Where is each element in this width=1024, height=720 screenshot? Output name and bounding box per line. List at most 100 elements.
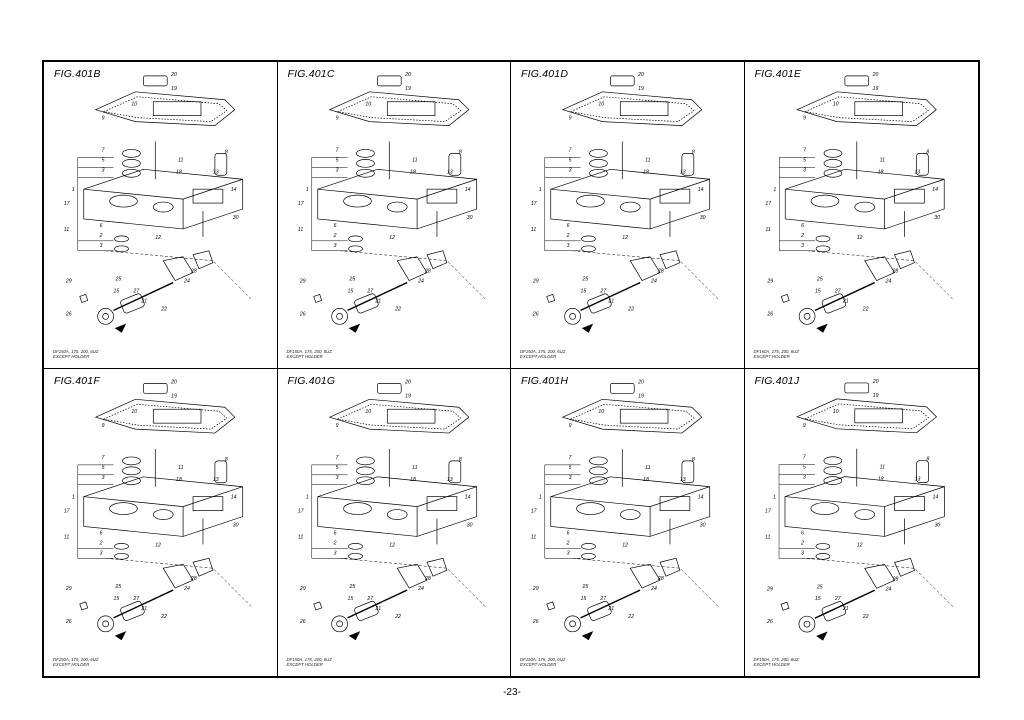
- part-callout: 27: [833, 288, 841, 294]
- dashed-guide: [105, 558, 253, 609]
- part-callout: 15: [581, 596, 587, 602]
- gasket-outline: [561, 398, 703, 434]
- note-line-2: EXCEPT HOLDER: [286, 353, 323, 359]
- part-callout: 1: [773, 187, 776, 193]
- part-callout: 3: [803, 167, 806, 173]
- part-callout: 6: [567, 223, 570, 229]
- bracket-plate: [659, 250, 681, 270]
- part-callout: 29: [532, 586, 539, 592]
- seal-ring: [823, 159, 842, 168]
- leader-bracket: [544, 464, 581, 559]
- drive-shaft: [814, 281, 875, 312]
- oil-pan-edges: [317, 486, 477, 537]
- cover-window: [853, 101, 903, 116]
- part-callout: 30: [934, 522, 940, 528]
- bracket-plate: [396, 563, 428, 589]
- part-callout: 27: [366, 596, 374, 602]
- part-callout: 30: [700, 522, 706, 528]
- part-callout: 26: [298, 619, 305, 625]
- small-fitting: [546, 601, 556, 611]
- part-callout: 24: [884, 586, 891, 592]
- part-callout: 6: [100, 223, 103, 229]
- part-callout: 17: [64, 509, 71, 515]
- part-callout: 13: [446, 169, 452, 175]
- part-callout: 2: [566, 233, 570, 239]
- figure-title: FIG.401B: [54, 68, 101, 80]
- part-callout: 25: [115, 277, 122, 283]
- direction-arrow: [581, 631, 594, 641]
- part-callout: 27: [599, 596, 607, 602]
- part-callout: 11: [64, 534, 69, 540]
- note-line-1: DF150A, 175, 200, 6UZ: [286, 656, 332, 662]
- o-ring: [347, 235, 363, 243]
- dashed-guide: [806, 250, 954, 301]
- part-callout: 13: [446, 477, 452, 483]
- pan-boss: [853, 509, 875, 520]
- part-callout: 24: [417, 586, 424, 592]
- gasket-outline: [94, 91, 236, 126]
- cover-plate: [143, 383, 168, 394]
- drain-opening: [576, 194, 605, 208]
- pan-chamber: [659, 496, 691, 511]
- part-callout: 11: [412, 465, 417, 471]
- direction-arrow: [581, 323, 594, 333]
- cover-plate: [843, 382, 869, 394]
- part-callout: 17: [64, 201, 71, 207]
- part-callout: 22: [861, 306, 868, 312]
- part-callout: 9: [335, 116, 338, 122]
- exploded-parts-diagram: 2019109753111881314117116231230152527242…: [765, 379, 955, 641]
- part-callout: 29: [298, 586, 305, 592]
- drain-opening: [810, 194, 839, 208]
- direction-arrow: [348, 323, 360, 333]
- part-callout: 12: [622, 235, 628, 241]
- part-callout: 19: [405, 393, 411, 399]
- gasket-outline: [328, 398, 469, 434]
- part-callout: 1: [539, 495, 542, 501]
- pump-housing: [120, 293, 145, 314]
- part-callout: 7: [802, 455, 806, 461]
- part-callout: 21: [374, 606, 381, 612]
- cover-plate: [610, 383, 635, 394]
- part-callout: 11: [297, 227, 302, 233]
- small-fitting: [79, 601, 89, 611]
- diagram-linework: [77, 75, 253, 333]
- part-callout: 12: [389, 235, 395, 241]
- seal-ring: [355, 456, 375, 466]
- diagram-linework: [778, 382, 955, 641]
- part-callout: 15: [581, 288, 587, 294]
- gasket-inner: [102, 403, 228, 430]
- direction-arrow: [114, 323, 127, 333]
- pan-chamber: [426, 188, 457, 204]
- part-callout: 21: [607, 606, 614, 612]
- part-callout: 12: [155, 542, 161, 548]
- part-callout: 6: [801, 223, 804, 229]
- cover-window: [619, 101, 669, 116]
- seal-ring: [122, 168, 141, 178]
- diagram-linework: [778, 75, 954, 333]
- part-callout: 10: [131, 409, 137, 415]
- drain-opening: [109, 194, 138, 208]
- exploded-parts-diagram: 2019109753111881314117116231230152527242…: [297, 379, 487, 641]
- part-callout: 2: [800, 233, 804, 239]
- part-callout: 24: [417, 279, 424, 285]
- part-callout: 8: [458, 457, 461, 463]
- part-callout: 11: [531, 227, 536, 233]
- pump-flange: [97, 615, 114, 633]
- pan-boss: [853, 201, 875, 213]
- oil-pan-body: [83, 476, 244, 537]
- seal-ring: [355, 159, 375, 168]
- part-callout: 3: [333, 243, 336, 249]
- part-callout: 24: [183, 586, 190, 592]
- gasket-inner: [803, 96, 929, 122]
- part-callout: 22: [627, 306, 634, 312]
- small-fitting: [546, 294, 556, 303]
- bracket-plate: [893, 250, 915, 270]
- note-line-2: EXCEPT HOLDER: [753, 353, 790, 359]
- o-ring: [581, 245, 596, 253]
- part-callout: 5: [102, 157, 105, 163]
- part-callout: 20: [871, 72, 878, 78]
- exploded-parts-diagram: 2019109753111881314117116231230152527242…: [531, 379, 720, 641]
- pan-chamber: [893, 188, 925, 204]
